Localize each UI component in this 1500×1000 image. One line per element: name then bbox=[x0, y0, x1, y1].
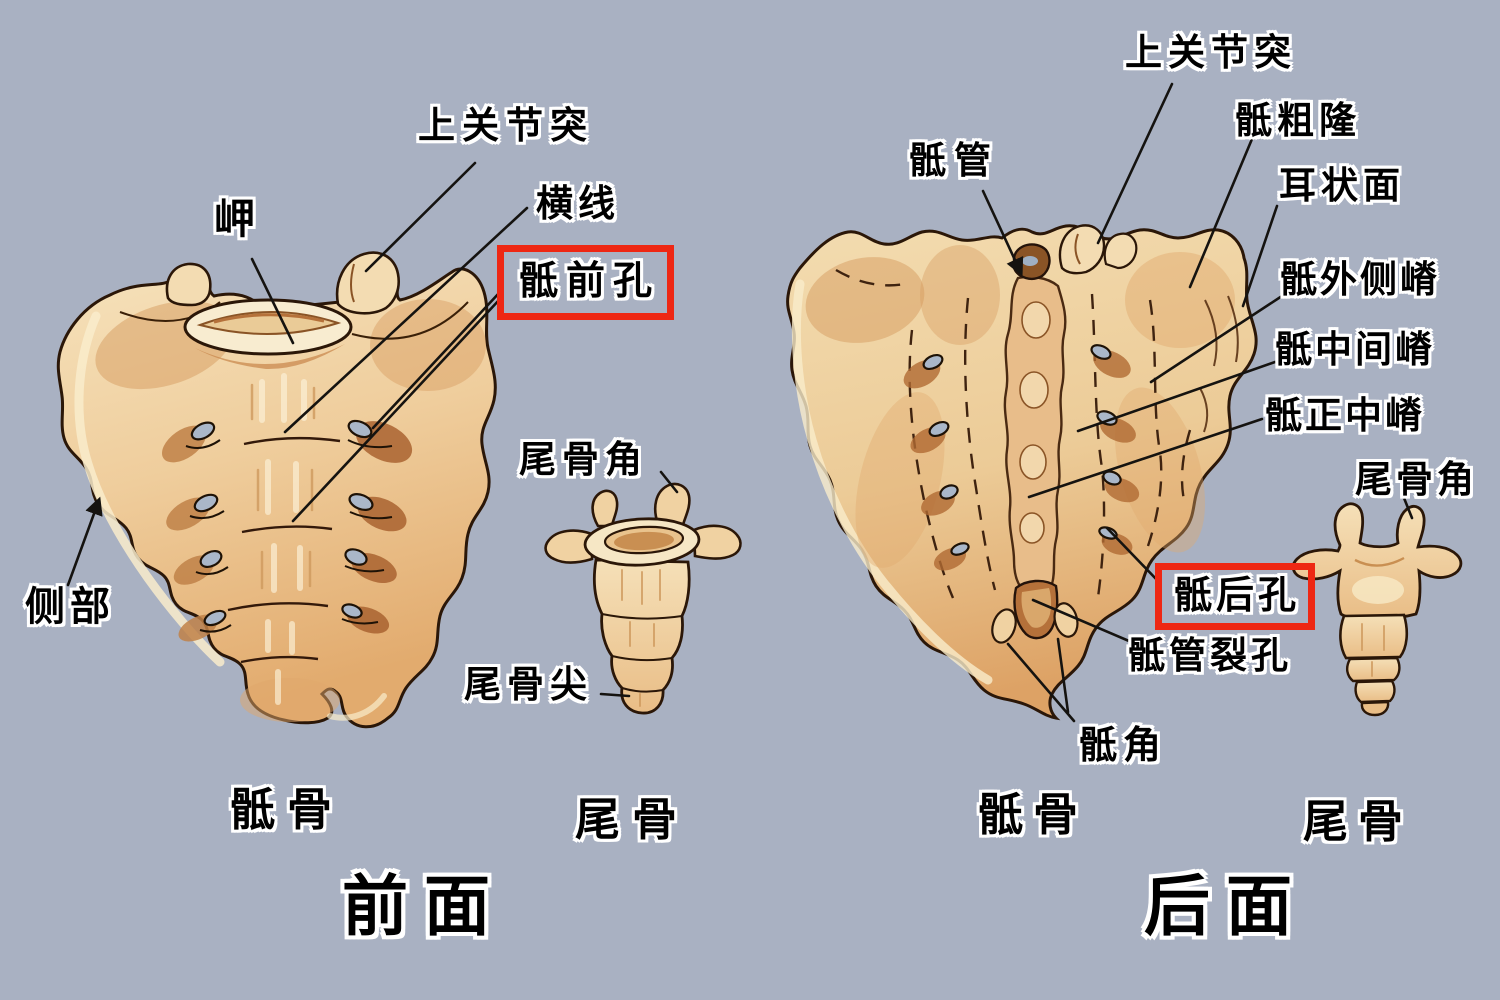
line-post-auricular bbox=[1241, 204, 1279, 308]
label-ant-coccygeal-cornu: 尾骨角 bbox=[519, 439, 648, 480]
label-ant-coccyx-name: 尾骨 bbox=[575, 794, 690, 845]
line-post-lateral-crest bbox=[1149, 294, 1284, 384]
label-post-sacral-foramina: 骶后孔 bbox=[1155, 563, 1315, 630]
label-ant-transverse-lines: 横线 bbox=[536, 183, 620, 224]
line-post-canal bbox=[981, 189, 1024, 277]
line-ant-lateral-part bbox=[66, 496, 103, 587]
line-post-coccygeal-cornu bbox=[1402, 496, 1414, 520]
line-post-median-crest bbox=[1027, 417, 1264, 499]
line-post-sup-articular bbox=[1096, 82, 1174, 245]
label-post-lateral-crest: 骶外侧嵴 bbox=[1280, 259, 1440, 300]
line-ant-coccygeal-cornu bbox=[659, 470, 679, 494]
label-ant-sacral-foramina: 骶前孔 bbox=[497, 245, 674, 320]
label-ant-sacral-foramina-text: 骶前孔 bbox=[518, 260, 660, 304]
label-post-sacral-foramina-text: 骶后孔 bbox=[1173, 574, 1300, 617]
label-post-sacral-cornu: 骶角 bbox=[1079, 725, 1168, 767]
label-post-intermediate-crest: 骶中间嵴 bbox=[1275, 329, 1435, 370]
line-ant-promontory bbox=[250, 257, 295, 345]
coccyx-posterior-illustration bbox=[1291, 502, 1463, 717]
label-post-coccyx-name: 尾骨 bbox=[1303, 796, 1414, 847]
label-post-auricular: 耳状面 bbox=[1279, 165, 1405, 206]
anterior-foramina-left bbox=[162, 421, 232, 642]
line-post-sacral-cornu-b bbox=[1056, 637, 1070, 714]
label-ant-lateral-part: 侧部 bbox=[25, 585, 115, 629]
line-ant-foramina-b bbox=[291, 297, 502, 523]
label-post-tuberosity: 骶粗隆 bbox=[1235, 100, 1361, 141]
label-post-hiatus: 骶管裂孔 bbox=[1128, 635, 1292, 676]
posterior-foramina-left bbox=[903, 353, 970, 571]
line-ant-transverse bbox=[283, 206, 529, 434]
title-posterior-view: 后面 bbox=[1144, 869, 1308, 943]
anterior-foramina-right bbox=[341, 419, 413, 634]
label-post-canal: 骶管 bbox=[909, 140, 999, 181]
label-ant-promontory: 岬 bbox=[214, 196, 255, 242]
title-anterior-view: 前面 bbox=[342, 869, 506, 943]
label-post-coccygeal-cornu: 尾骨角 bbox=[1355, 459, 1478, 500]
label-post-sacrum-name: 骶骨 bbox=[978, 789, 1089, 840]
posterior-foramina-right bbox=[1090, 344, 1140, 555]
line-post-hiatus bbox=[1031, 598, 1131, 643]
label-post-median-crest: 骶正中嵴 bbox=[1265, 395, 1425, 436]
sacrum-posterior-illustration bbox=[786, 224, 1258, 721]
line-post-foramina bbox=[1105, 526, 1160, 583]
line-ant-coccyx-apex bbox=[599, 692, 631, 698]
label-ant-sup-articular: 上关节突 bbox=[418, 105, 594, 146]
line-post-intermediate-crest bbox=[1076, 360, 1277, 433]
label-ant-sacrum-name: 骶骨 bbox=[230, 784, 345, 835]
line-post-sacral-cornu-a bbox=[1006, 642, 1076, 723]
label-ant-coccyx-apex: 尾骨尖 bbox=[464, 664, 593, 705]
coccyx-anterior-illustration bbox=[544, 482, 742, 715]
label-post-sup-articular: 上关节突 bbox=[1125, 32, 1297, 73]
line-ant-sup-articular bbox=[364, 161, 477, 273]
line-ant-foramina-a bbox=[371, 290, 502, 430]
line-post-tuberosity bbox=[1188, 137, 1254, 289]
sacrum-anterior-illustration bbox=[56, 251, 497, 729]
annotation-lines bbox=[66, 82, 1414, 723]
